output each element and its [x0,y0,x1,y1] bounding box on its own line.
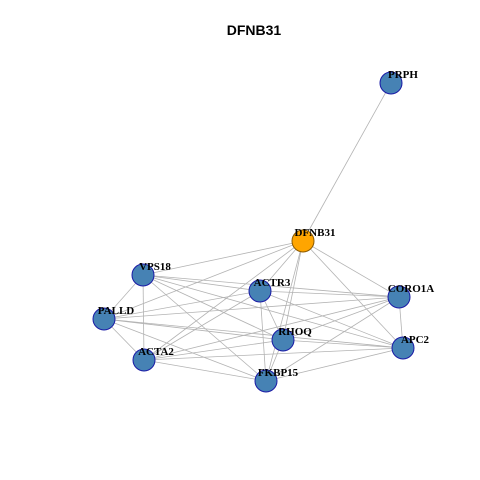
edge-vps18-acta2 [142,274,145,361]
node-circle-acta2 [132,348,156,372]
edge-dfnb31-apc2 [302,240,404,349]
node-label-vps18: VPS18 [139,261,171,273]
node-circle-prph [379,71,403,95]
node-circle-palld [92,307,116,331]
node-rhoq: RHOQ [271,326,312,352]
node-label-fkbp15: FKBP15 [258,367,299,379]
node-label-palld: PALLD [98,305,135,317]
node-circle-coro1a [387,285,411,309]
edge-acta2-fkbp15 [143,359,267,382]
node-circle-dfnb31 [291,229,315,253]
edge-rhoq-apc2 [282,339,404,349]
node-circle-vps18 [131,263,155,287]
node-label-prph: PRPH [388,69,418,81]
edge-dfnb31-rhoq [282,240,304,341]
edge-apc2-acta2 [143,347,404,361]
edge-coro1a-fkbp15 [265,296,400,382]
diagram-title: DFNB31 [227,22,282,38]
node-label-dfnb31: DFNB31 [295,227,336,239]
edge-coro1a-palld [103,296,400,320]
node-vps18: VPS18 [131,261,171,287]
edge-actr3-coro1a [259,290,400,298]
edge-palld-fkbp15 [103,318,267,382]
node-fkbp15: FKBP15 [254,367,299,393]
node-coro1a: CORO1A [387,283,435,309]
edge-palld-rhoq [103,318,284,341]
node-acta2: ACTA2 [132,346,174,372]
node-label-rhoq: RHOQ [278,326,312,338]
node-circle-apc2 [391,336,415,360]
edge-rhoq-acta2 [143,339,284,361]
edge-coro1a-rhoq [282,296,400,341]
node-label-actr3: ACTR3 [254,277,291,289]
edge-actr3-apc2 [259,290,404,349]
node-label-coro1a: CORO1A [388,283,435,295]
node-circle-actr3 [248,279,272,303]
node-circle-fkbp15 [254,369,278,393]
edge-apc2-fkbp15 [265,347,404,382]
edge-coro1a-acta2 [143,296,400,361]
node-label-acta2: ACTA2 [138,346,174,358]
edge-vps18-apc2 [142,274,404,349]
edge-palld-apc2 [103,318,404,349]
edge-dfnb31-prph [302,82,392,242]
edge-dfnb31-acta2 [143,240,304,361]
edge-dfnb31-vps18 [142,240,304,276]
edge-dfnb31-fkbp15 [265,240,304,382]
edge-actr3-acta2 [143,290,261,361]
edge-vps18-fkbp15 [142,274,267,382]
node-dfnb31: DFNB31 [291,227,336,253]
edge-dfnb31-coro1a [302,240,400,298]
edge-vps18-coro1a [142,274,400,298]
node-palld: PALLD [92,305,135,331]
node-prph: PRPH [379,69,418,95]
node-actr3: ACTR3 [248,277,291,303]
edge-vps18-rhoq [142,274,284,341]
edge-actr3-palld [103,290,261,320]
edge-actr3-fkbp15 [259,290,267,382]
node-circle-rhoq [271,328,295,352]
node-label-apc2: APC2 [401,334,430,346]
node-apc2: APC2 [391,334,430,360]
edge-vps18-actr3 [142,274,261,292]
